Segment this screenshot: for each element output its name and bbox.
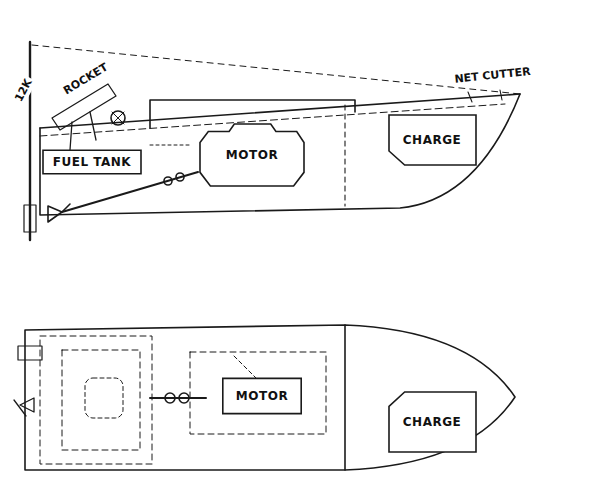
part-box: MOTOR (200, 124, 304, 186)
cockpit-outline (40, 336, 152, 464)
part-name: FUEL TANK (53, 155, 131, 169)
shaft-plan (150, 397, 206, 399)
mast (29, 42, 31, 240)
part-name: MOTOR (236, 389, 288, 403)
hull-plan (25, 325, 515, 470)
part-box: CHARGE (389, 392, 476, 452)
part-box: CHARGE (389, 115, 476, 165)
part-box: MOTOR (222, 378, 302, 414)
part-name: CHARGE (403, 133, 461, 147)
rocket-label: ROCKET (60, 60, 112, 98)
rudder (24, 205, 36, 232)
hull-side (40, 94, 520, 215)
propeller (48, 204, 70, 222)
part-name: CHARGE (403, 415, 461, 429)
tank-outline (62, 350, 140, 450)
wheel-spokes (112, 112, 124, 124)
rudder-plan (14, 398, 34, 416)
net-cutter-label: NET CUTTER (452, 66, 533, 87)
shaft-coupling (164, 177, 172, 185)
engine-bay (190, 352, 326, 434)
shaft-coupling (176, 173, 184, 181)
bulkhead (344, 105, 345, 206)
prop-shaft (62, 172, 198, 212)
net-cutter (468, 90, 502, 102)
steering-wheel (111, 111, 125, 125)
exhaust-line (234, 356, 258, 380)
rocket-size: 12K (12, 75, 36, 106)
fuel-tank-plan (85, 378, 123, 418)
bulkhead-plan (344, 325, 346, 470)
fuel-tank-box: FUEL TANK (42, 150, 142, 174)
launcher-legs (70, 112, 96, 150)
coupling-plan (179, 393, 189, 403)
stern-fitting (18, 346, 42, 360)
part-name: MOTOR (226, 148, 278, 162)
fuel-line (150, 145, 190, 146)
coupling-plan (165, 393, 175, 403)
